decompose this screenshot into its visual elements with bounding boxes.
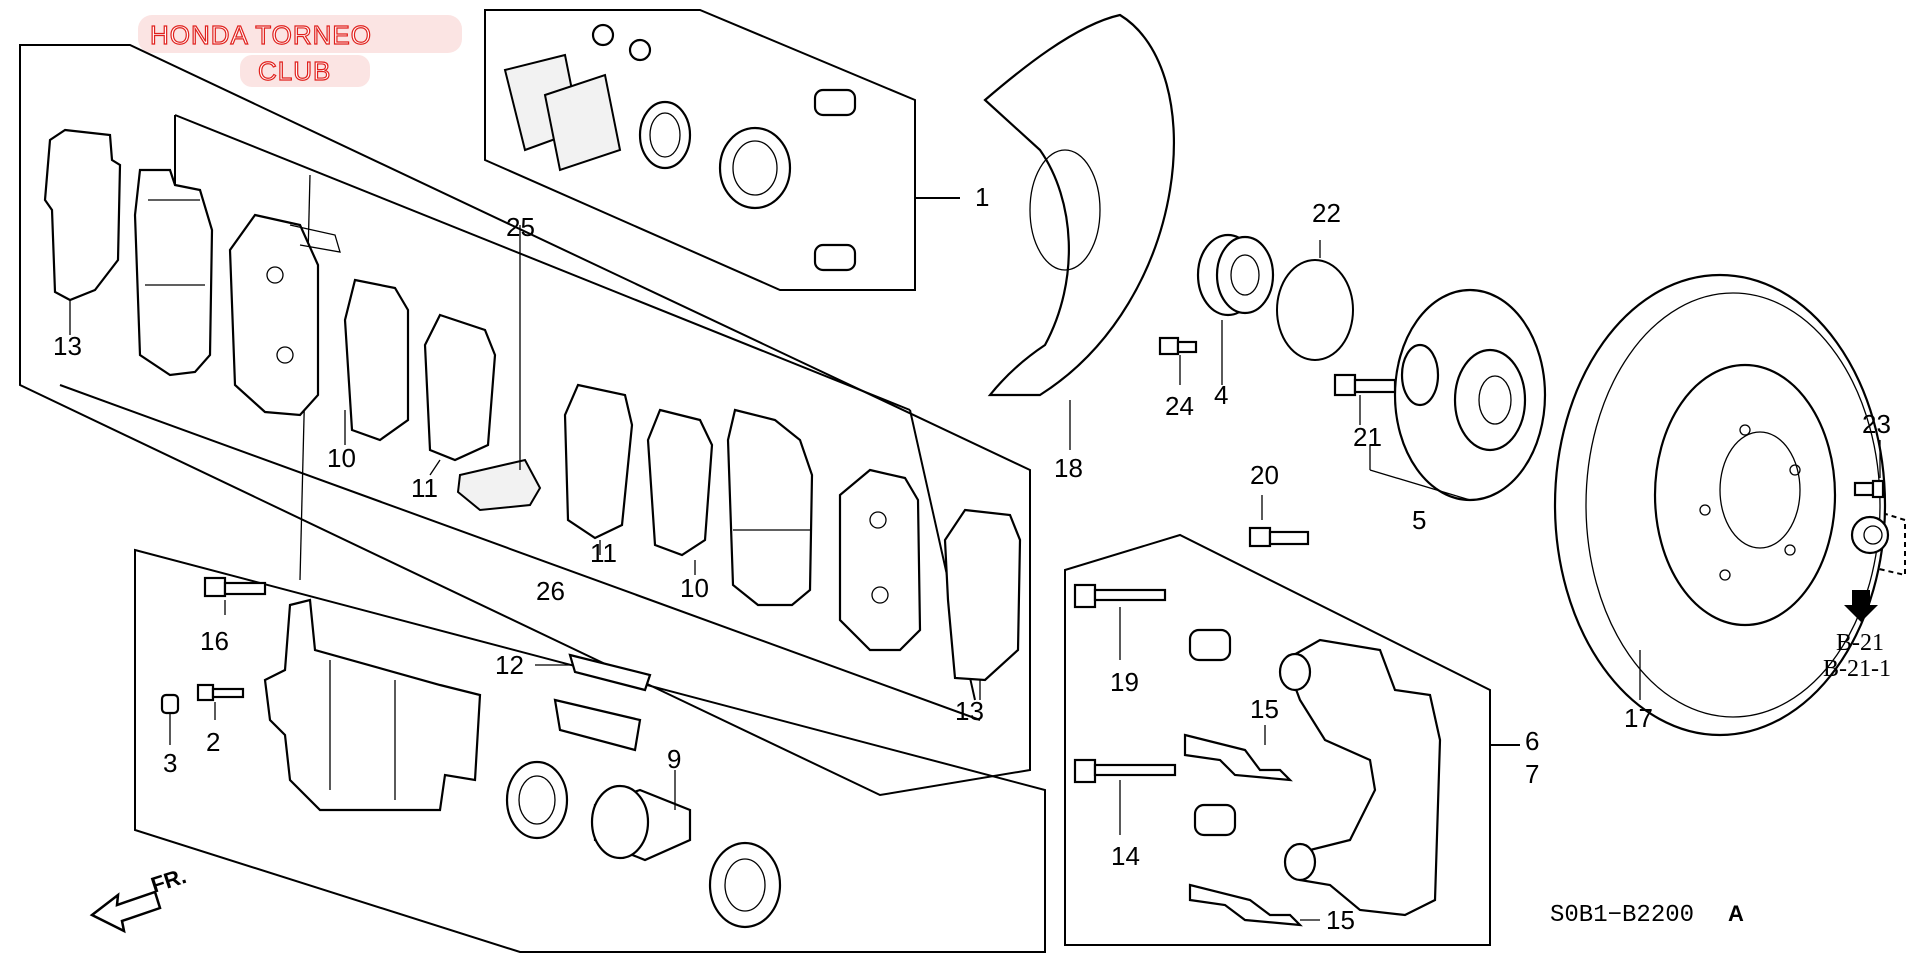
callout-23: 23 bbox=[1862, 409, 1891, 439]
brake-pad-outer-left bbox=[133, 168, 214, 377]
diagram-code: S0B1−B2200 A bbox=[1550, 901, 1744, 929]
watermark: HONDA TORNEO CLUB bbox=[138, 15, 462, 87]
front-direction-indicator: FR. bbox=[89, 863, 189, 934]
retainer-clip-lower bbox=[1188, 883, 1303, 927]
reference-line-1: B-21 bbox=[1836, 630, 1884, 656]
diagram-code-suffix: A bbox=[1728, 901, 1744, 926]
pin-boot-upper bbox=[1188, 628, 1232, 662]
callout-15-lower: 15 bbox=[1326, 905, 1355, 935]
dust-boot-lower bbox=[708, 841, 782, 929]
callout-14: 14 bbox=[1111, 841, 1140, 871]
callout-3: 3 bbox=[163, 748, 177, 778]
callout-12: 12 bbox=[495, 650, 524, 680]
piston-seal-lower bbox=[505, 760, 569, 840]
callout-10-right: 10 bbox=[680, 573, 709, 603]
shim-inner-left-10 bbox=[343, 278, 410, 442]
wheel-bearing bbox=[1196, 233, 1275, 317]
shim-outer-right bbox=[943, 508, 1022, 682]
screw-23 bbox=[1853, 479, 1885, 499]
caliper-bracket bbox=[1278, 638, 1442, 917]
shim-inner-left-11 bbox=[423, 313, 497, 462]
brake-disc bbox=[1553, 273, 1887, 737]
pad-set-outline bbox=[19, 44, 1031, 797]
retainer-clip-upper bbox=[1183, 733, 1293, 782]
hub-nut bbox=[1850, 515, 1890, 555]
arrow-down-icon bbox=[1844, 590, 1878, 622]
splash-shield bbox=[983, 13, 1176, 397]
arrow-left-icon bbox=[89, 890, 162, 934]
diagram-code-text: S0B1−B2200 bbox=[1550, 902, 1694, 929]
callout-15-upper: 15 bbox=[1250, 694, 1279, 724]
pin-boot-2 bbox=[813, 243, 857, 272]
shim-inner-right-11 bbox=[563, 383, 634, 540]
snap-ring bbox=[1276, 259, 1354, 361]
callout-5: 5 bbox=[1412, 505, 1426, 535]
callout-24: 24 bbox=[1165, 391, 1194, 421]
callout-21: 21 bbox=[1353, 422, 1382, 452]
seal-kit-box bbox=[484, 9, 960, 291]
reference-indicator: B-21 B-21-1 bbox=[1823, 590, 1891, 682]
callouts: 1 2 3 4 5 6 7 9 10 10 11 11 12 13 13 14 … bbox=[53, 182, 1891, 935]
callout-26: 26 bbox=[536, 576, 565, 606]
bolt-21 bbox=[1333, 373, 1397, 397]
bolt-20 bbox=[1248, 526, 1310, 548]
brake-pad-inner-left bbox=[228, 213, 341, 417]
callout-20: 20 bbox=[1250, 460, 1279, 490]
bolt-24 bbox=[1158, 336, 1198, 356]
caliper-box bbox=[134, 548, 1046, 953]
callout-2: 2 bbox=[206, 727, 220, 757]
bracket-box bbox=[1064, 533, 1520, 946]
callout-22: 22 bbox=[1312, 198, 1341, 228]
callout-19: 19 bbox=[1110, 667, 1139, 697]
callout-17: 17 bbox=[1624, 703, 1653, 733]
small-ring-2 bbox=[628, 38, 652, 62]
callout-11-left: 11 bbox=[411, 473, 438, 503]
dust-boot bbox=[718, 126, 792, 210]
pad-spring-12 bbox=[553, 653, 652, 752]
front-label: FR. bbox=[148, 863, 189, 898]
callout-16: 16 bbox=[200, 626, 229, 656]
bolt-16 bbox=[203, 576, 267, 598]
caliper-body bbox=[263, 598, 482, 812]
callout-10-left: 10 bbox=[327, 443, 356, 473]
callout-1: 1 bbox=[975, 182, 989, 212]
bleeder-screw bbox=[196, 683, 245, 702]
leader-lines bbox=[69, 225, 1881, 921]
callout-13-left: 13 bbox=[53, 331, 82, 361]
piston-seal bbox=[638, 100, 692, 170]
pin-boot-1 bbox=[813, 88, 857, 117]
wheel-hub bbox=[1393, 288, 1547, 502]
shim-outer-left bbox=[43, 128, 122, 302]
reference-line-2: B-21-1 bbox=[1823, 656, 1891, 682]
callout-4: 4 bbox=[1214, 380, 1228, 410]
callout-9: 9 bbox=[667, 744, 681, 774]
pad-grease-25 bbox=[456, 458, 542, 512]
brake-pad-outer-right bbox=[838, 468, 922, 652]
shim-inner-right-10 bbox=[646, 408, 714, 557]
pin-boot-lower bbox=[1193, 803, 1237, 837]
callout-11-right: 11 bbox=[590, 538, 617, 568]
guide-pin-14 bbox=[1073, 758, 1177, 784]
caliper-piston bbox=[590, 784, 692, 862]
callout-18: 18 bbox=[1054, 453, 1083, 483]
callout-13-right: 13 bbox=[955, 696, 984, 726]
grease-packet-2 bbox=[543, 73, 622, 172]
brake-pad-inner-right bbox=[726, 408, 814, 607]
callout-6: 6 bbox=[1525, 726, 1539, 756]
bleeder-cap bbox=[160, 693, 180, 715]
callout-7: 7 bbox=[1525, 759, 1539, 789]
watermark-line-1: HONDA TORNEO bbox=[150, 20, 372, 50]
small-ring-1 bbox=[591, 23, 615, 47]
watermark-line-2: CLUB bbox=[258, 56, 331, 86]
callout-25: 25 bbox=[506, 212, 535, 242]
guide-pin-19 bbox=[1073, 583, 1167, 609]
